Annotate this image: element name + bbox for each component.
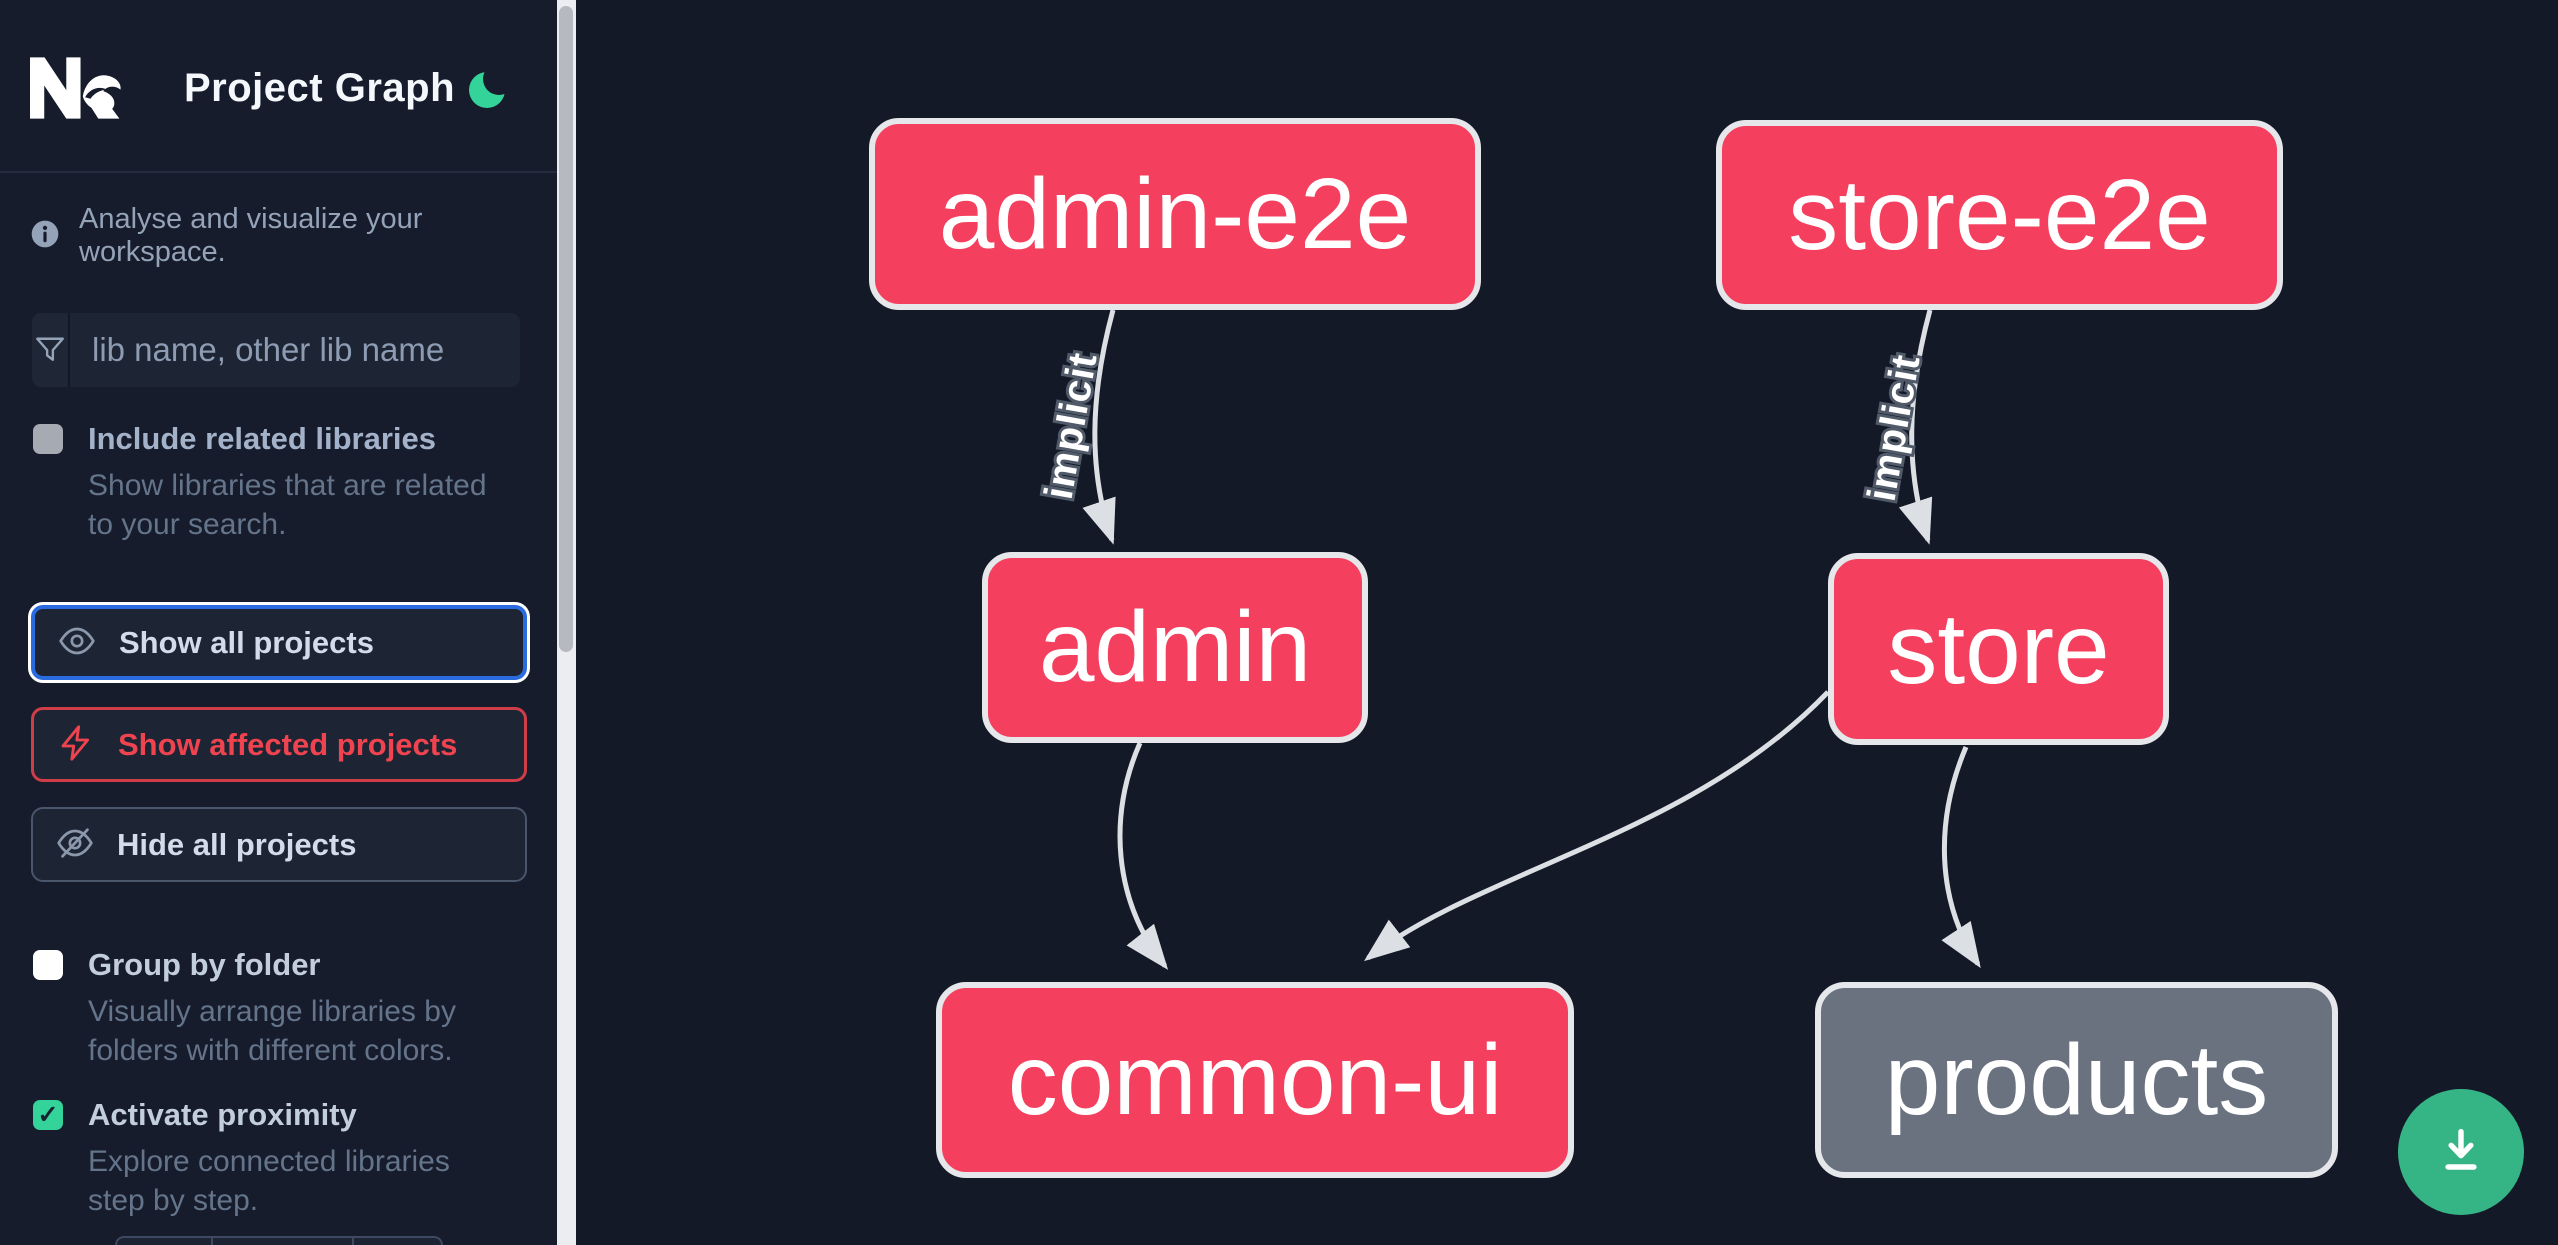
workspace-intro: Analyse and visualize your workspace. bbox=[29, 203, 529, 269]
node-store-e2e-label: store-e2e bbox=[1788, 158, 2211, 271]
node-common-ui-label: common-ui bbox=[1007, 1023, 1503, 1136]
activate-proximity-checkbox[interactable] bbox=[33, 1100, 63, 1130]
intro-text: Analyse and visualize your workspace. bbox=[79, 203, 423, 268]
group-by-folder-label: Group by folder bbox=[88, 947, 321, 982]
node-store-label: store bbox=[1887, 592, 2110, 705]
activate-proximity-option: Activate proximity Explore connected lib… bbox=[33, 1098, 525, 1220]
node-admin-label: admin bbox=[1038, 591, 1312, 703]
graph-canvas[interactable]: implicit implicit admin-e2e store-e2e ad… bbox=[576, 0, 2558, 1245]
activate-proximity-description: Explore connected libraries step by step… bbox=[88, 1145, 450, 1217]
page-title: Project Graph bbox=[184, 66, 456, 110]
group-by-folder-description: Visually arrange libraries by folders wi… bbox=[88, 995, 456, 1067]
info-icon bbox=[29, 218, 61, 255]
edge-store-common-ui bbox=[1364, 690, 1830, 962]
funnel-icon bbox=[32, 313, 70, 387]
activate-proximity-label: Activate proximity bbox=[88, 1097, 357, 1132]
group-by-folder-checkbox[interactable] bbox=[33, 950, 63, 980]
node-admin-e2e-label: admin-e2e bbox=[938, 157, 1412, 270]
sidebar-header: Project Graph bbox=[0, 0, 557, 173]
group-by-folder-option: Group by folder Visually arrange librari… bbox=[33, 948, 525, 1070]
node-store[interactable]: store bbox=[1828, 553, 2169, 745]
project-filter bbox=[32, 313, 520, 387]
eye-slash-icon bbox=[55, 823, 95, 866]
graph-edges: implicit implicit bbox=[1034, 309, 1981, 970]
eye-icon bbox=[57, 621, 97, 664]
download-icon bbox=[2430, 1120, 2492, 1185]
show-affected-projects-button[interactable]: Show affected projects bbox=[31, 707, 527, 782]
include-related-option: Include related libraries Show libraries… bbox=[33, 422, 525, 544]
show-all-projects-label: Show all projects bbox=[119, 624, 374, 660]
bolt-icon bbox=[56, 723, 96, 766]
sidebar: Project Graph Analyse and visualize yo bbox=[0, 0, 557, 1245]
nx-logo bbox=[30, 57, 128, 119]
include-related-checkbox[interactable] bbox=[33, 424, 63, 454]
include-related-label: Include related libraries bbox=[88, 421, 437, 456]
edge-admin-common-ui bbox=[1117, 741, 1169, 970]
edge-store-products bbox=[1941, 746, 1981, 969]
hide-all-projects-button[interactable]: Hide all projects bbox=[31, 807, 527, 882]
moon-icon bbox=[468, 63, 515, 113]
node-store-e2e[interactable]: store-e2e bbox=[1716, 120, 2283, 310]
edge-store-e2e-store bbox=[1898, 309, 1933, 545]
theme-toggle-button[interactable] bbox=[468, 63, 515, 113]
hide-all-projects-label: Hide all projects bbox=[117, 826, 357, 862]
proximity-stepper-partial[interactable] bbox=[115, 1236, 443, 1245]
node-admin-e2e[interactable]: admin-e2e bbox=[869, 118, 1481, 310]
node-products[interactable]: products bbox=[1815, 982, 2338, 1178]
sidebar-scrollbar-track[interactable] bbox=[557, 0, 576, 1245]
node-admin[interactable]: admin bbox=[982, 552, 1368, 743]
node-products-label: products bbox=[1884, 1023, 2269, 1136]
edge-admin-e2e-admin bbox=[1082, 309, 1116, 545]
sidebar-scrollbar-thumb[interactable] bbox=[559, 6, 573, 652]
download-graph-button[interactable] bbox=[2398, 1089, 2524, 1215]
show-all-projects-button[interactable]: Show all projects bbox=[31, 605, 527, 680]
node-common-ui[interactable]: common-ui bbox=[936, 982, 1574, 1178]
edge-label-implicit-store: implicit bbox=[1860, 351, 1929, 504]
show-affected-projects-label: Show affected projects bbox=[118, 726, 458, 762]
search-input[interactable] bbox=[70, 313, 520, 387]
include-related-description: Show libraries that are related to your … bbox=[88, 469, 487, 541]
